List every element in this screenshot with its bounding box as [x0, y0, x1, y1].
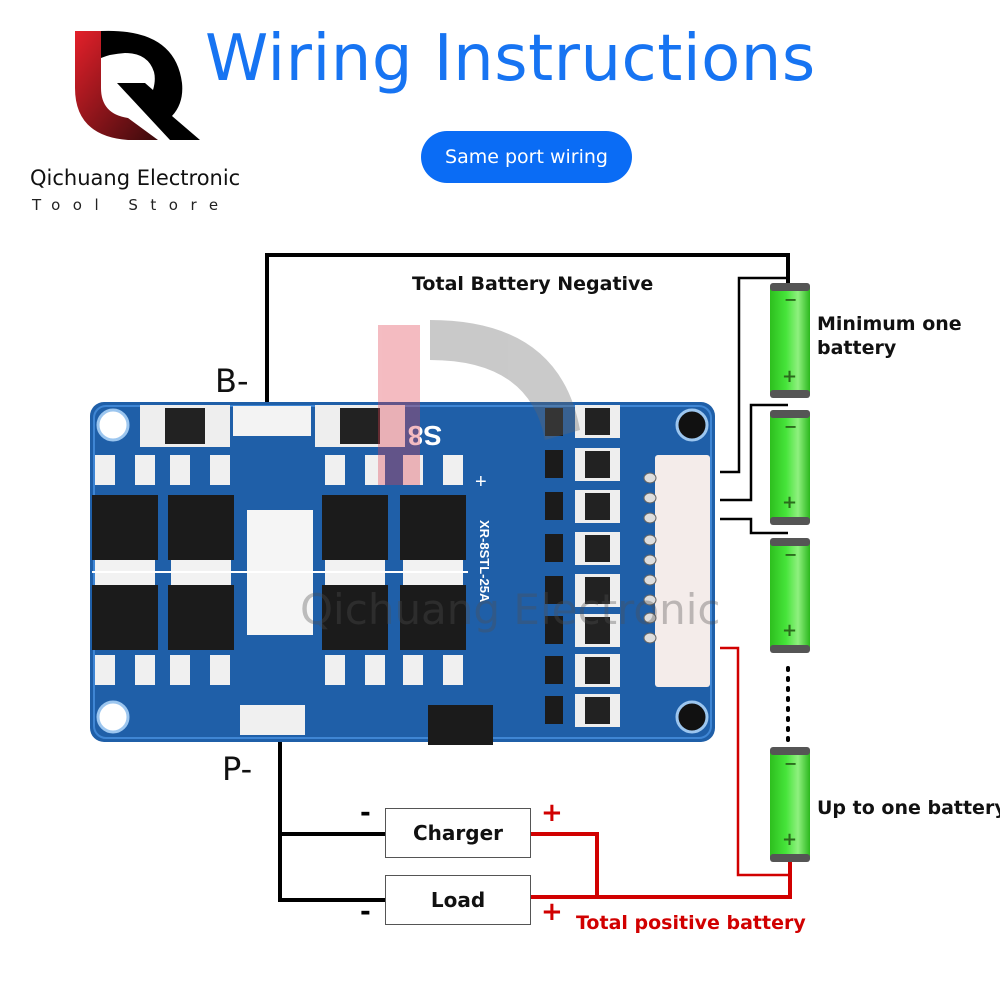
- total-positive-label: Total positive battery: [576, 912, 806, 934]
- svg-text:−: −: [784, 417, 797, 436]
- charger-positive-sign: +: [541, 798, 563, 828]
- total-negative-label: Total Battery Negative: [412, 273, 654, 295]
- battery-2: −+: [770, 410, 810, 525]
- charger-box: Charger: [385, 808, 531, 858]
- battery-1: −+: [770, 283, 810, 398]
- svg-text:+: +: [782, 366, 797, 387]
- balance-resistors: [575, 405, 620, 727]
- svg-text:+: +: [475, 471, 487, 493]
- page-title: Wiring Instructions: [205, 22, 816, 96]
- load-negative-sign: -: [360, 897, 371, 927]
- watermark: [378, 320, 580, 485]
- balance-wire-1: [720, 276, 788, 474]
- same-port-wiring-button[interactable]: Same port wiring: [421, 131, 632, 183]
- b-minus-label: B-: [215, 362, 249, 400]
- p-minus-label: P-: [222, 750, 253, 788]
- balance-wire-2: [720, 403, 788, 502]
- charger-label: Charger: [412, 821, 504, 845]
- total-positive-wire: [530, 862, 792, 899]
- charger-negative-sign: -: [360, 798, 371, 828]
- battery-4: −+: [770, 747, 810, 862]
- watermark-text: Qichuang Electronic: [300, 585, 721, 634]
- svg-text:+: +: [782, 620, 797, 641]
- svg-text:+: +: [782, 829, 797, 850]
- balance-wire-3: [720, 517, 788, 535]
- svg-text:−: −: [784, 290, 797, 309]
- svg-text:+: +: [782, 492, 797, 513]
- load-box: Load: [385, 875, 531, 925]
- svg-text:−: −: [784, 754, 797, 773]
- qc-logo-icon: [75, 30, 200, 141]
- brand-logo: [70, 28, 205, 143]
- bms-board: S8 XR-8STL-25A +: [90, 402, 715, 745]
- min-battery-label: Minimum one battery: [817, 313, 962, 359]
- battery-3: −+: [770, 538, 810, 653]
- brand-name: Qichuang Electronic: [30, 166, 241, 190]
- balance-connector: [655, 455, 710, 687]
- brand-subtitle: Tool Store: [32, 196, 231, 214]
- svg-text:XR-8STL-25A: XR-8STL-25A: [477, 520, 492, 603]
- svg-text:S8: S8: [408, 420, 442, 451]
- charger-positive-wire: [530, 832, 599, 897]
- svg-text:−: −: [784, 545, 797, 564]
- load-label: Load: [430, 888, 486, 912]
- p-minus-wire: [278, 738, 386, 902]
- max-battery-label: Up to one battery: [817, 797, 1000, 819]
- total-negative-wire: [265, 253, 790, 405]
- load-positive-sign: +: [541, 897, 563, 927]
- balance-wire-positive: [720, 646, 790, 877]
